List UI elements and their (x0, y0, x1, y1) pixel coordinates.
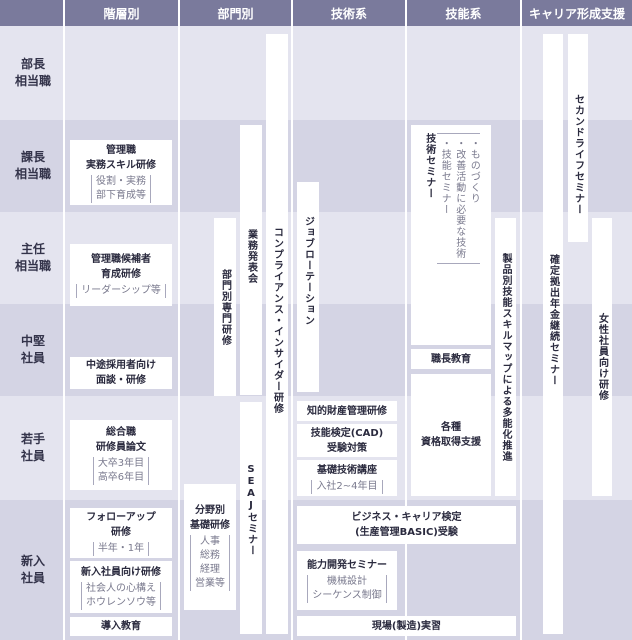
genba-jisshu: 現場(製造)実習 (297, 616, 516, 636)
noryoku-kaihatsu-seminar: 能力開発セミナー 機械設計 シーケンス制御 (297, 551, 397, 610)
col-divider (178, 26, 180, 640)
gyomu-happyokai: 業務発表会 (240, 125, 262, 395)
header-kaisou: 階層別 (65, 0, 178, 26)
row-label-wakate: 若手 社員 (20, 431, 45, 463)
header-ginou: 技能系 (407, 0, 520, 26)
row-label-shunin: 主任 相当職 (14, 241, 51, 273)
col-divider (520, 26, 522, 640)
sogoshoku-ronbun: 総合職 研修員論文 大卒3年目 高卒6年目 (70, 420, 172, 490)
ginou-kentei-cad: 技能検定(CAD) 受験対策 (297, 424, 397, 457)
col-divider (405, 26, 407, 640)
header-corner (0, 0, 63, 26)
header-career: キャリア形成支援 (522, 0, 632, 26)
job-rotation: ジョブローテーション (297, 182, 319, 392)
shinnyu-training: 新入社員向け研修 社会人の心構え ホウレンソウ等 (70, 561, 172, 613)
row-label-kacho: 課長 相当職 (14, 149, 51, 181)
kiso-gijutsu-koza: 基礎技術講座 入社2~4年目 (297, 460, 397, 496)
kanri-kouho-training: 管理職候補者 育成研修 リーダーシップ等 (70, 244, 172, 306)
col-divider (63, 26, 65, 640)
gijutsu-seminar: 技術セミナー ・ものづくり ・改善活動に必要な技術 ・技能セミナー (411, 125, 491, 345)
header-bumon: 部門別 (180, 0, 291, 26)
followup-training: フォローアップ 研修 半年・1年 (70, 508, 172, 558)
row-label-chuken: 中堅 社員 (20, 333, 45, 365)
seaj-seminar: SEAJセミナー (240, 402, 262, 634)
josei-shain-training: 女性社員向け研修 (592, 218, 612, 496)
shokucho-kyoiku: 職長教育 (411, 349, 491, 369)
row-label-shinnyu: 新入 社員 (20, 553, 45, 585)
chuto-saiyo-training: 中途採用者向け 面談・研修 (70, 357, 172, 389)
col-divider (291, 26, 293, 640)
kacho-skill-training: 管理職 実務スキル研修 役割・実務 部下育成等 (70, 140, 172, 205)
band-bucho (0, 26, 632, 120)
shikaku-shutoku-shien: 各種 資格取得支援 (411, 374, 491, 496)
business-career-kentei: ビジネス・キャリア検定 (生産管理BASIC)受験 (297, 506, 516, 544)
tanoka-suishin: 製品別技能スキルマップによる多能化推進 (495, 218, 516, 496)
chizai-kanri-training: 知的財産管理研修 (297, 401, 397, 421)
bunya-kiso-training: 分野別 基礎研修 人事 総務 経理 営業等 (184, 484, 236, 610)
bumon-senmon-training: 部門別専門研修 (214, 218, 236, 396)
row-label-bucho: 部長 相当職 (14, 56, 51, 88)
header-gijutsu: 技術系 (293, 0, 405, 26)
nenkin-keizoku-seminar: 確定拠出年金継続セミナー (543, 34, 563, 634)
second-life-seminar: セカンドライフセミナー (568, 34, 588, 242)
donyu-kyoiku: 導入教育 (70, 617, 172, 636)
compliance-insider-training: コンプライアンス・インサイダー研修 (266, 34, 288, 634)
